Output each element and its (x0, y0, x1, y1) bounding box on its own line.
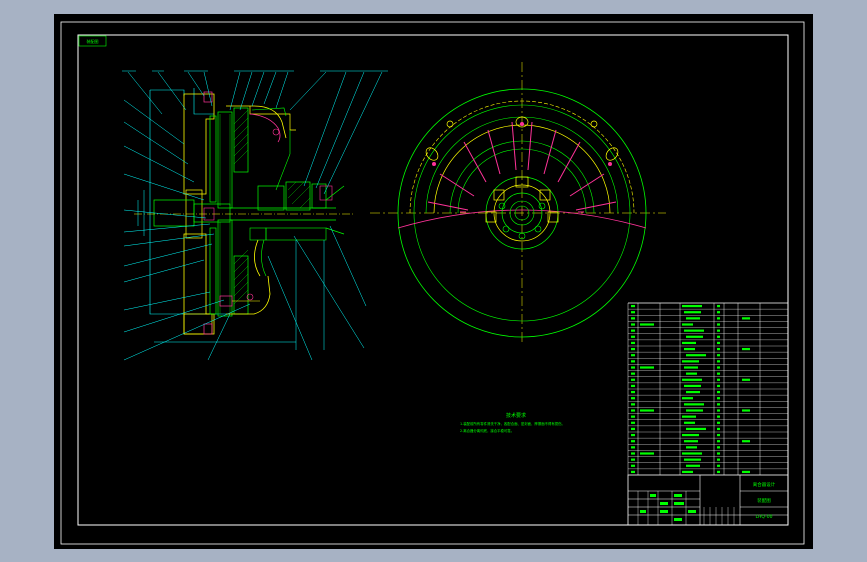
tech-notes: 技术要求 1.装配前所有零件清洗干净，各配合面、密封面、摩擦面不得有损伤。 2.… (460, 412, 565, 433)
parts-list (627, 302, 789, 475)
title-drawing-no: LHQ-00 (756, 514, 773, 520)
front-view (370, 62, 666, 342)
cad-viewport[interactable]: 装配图 (54, 14, 813, 549)
corner-label-box (78, 35, 107, 47)
corner-label: 装配图 (87, 38, 99, 44)
tech-note-2: 2.离合器分离彻底，接合平稳可靠。 (460, 428, 514, 433)
title-block: 离合器设计 装配图 LHQ-00 (627, 474, 789, 526)
title-drawing-name: 装配图 (757, 497, 771, 504)
drawing-canvas: 装配图 (60, 21, 805, 545)
section-view (122, 70, 388, 361)
tech-notes-title: 技术要求 (506, 412, 526, 419)
title-project: 离合器设计 (753, 481, 776, 488)
sheet-outer-border (60, 21, 805, 545)
sheet-inner-border (77, 34, 789, 526)
tech-note-1: 1.装配前所有零件清洗干净，各配合面、密封面、摩擦面不得有损伤。 (460, 421, 565, 426)
